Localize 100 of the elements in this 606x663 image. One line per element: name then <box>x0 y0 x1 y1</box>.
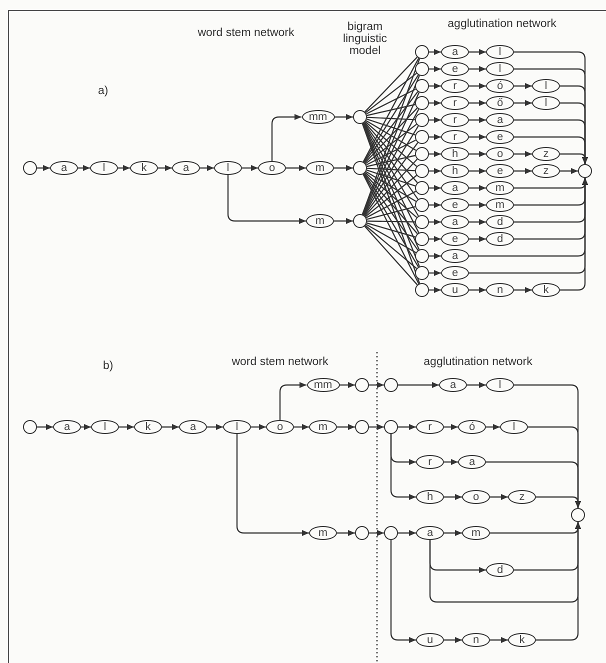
state-circle <box>578 164 592 178</box>
state-circle <box>355 378 369 392</box>
state-ellipse <box>134 420 162 434</box>
state-ellipse <box>90 161 118 175</box>
state-circle <box>415 266 429 280</box>
connector-line <box>366 190 416 218</box>
state-circle <box>353 214 367 228</box>
connector-line <box>366 118 416 136</box>
state-ellipse <box>486 215 514 229</box>
state-letter: o <box>472 492 480 502</box>
state-ellipse <box>486 198 514 212</box>
state-circle <box>415 147 429 161</box>
state-ellipse <box>306 161 334 175</box>
state-letter: n <box>496 284 504 296</box>
state-ellipse <box>179 420 207 434</box>
connector-line <box>364 122 418 184</box>
state-ellipse <box>306 378 340 392</box>
connector-line <box>366 120 416 151</box>
section-title: a) <box>98 85 110 97</box>
arrow <box>429 151 441 157</box>
state-circle <box>571 508 585 522</box>
section-title: word stem network <box>196 27 296 39</box>
state-letter: u <box>426 634 434 646</box>
state-ellipse <box>441 215 469 229</box>
state-letter: z <box>543 148 549 160</box>
arrow <box>429 236 441 242</box>
state-letter: m <box>315 216 325 226</box>
section-title: agglutination network <box>422 356 534 368</box>
state-letter: d <box>496 216 504 228</box>
state-circle <box>415 181 429 195</box>
connector-line <box>362 58 420 162</box>
state-letter: z <box>519 492 525 502</box>
state-letter: m <box>495 200 505 210</box>
arrow <box>390 434 416 500</box>
state-circle <box>384 420 398 434</box>
state-ellipse <box>130 161 158 175</box>
connector-line <box>366 140 416 166</box>
state-ellipse <box>441 198 469 212</box>
state-letter: a <box>60 162 68 174</box>
state-letter: l <box>226 162 230 174</box>
connector-line <box>364 226 418 286</box>
state-letter: a <box>426 528 434 538</box>
state-letter: a <box>64 422 70 432</box>
state-letter: ő <box>496 98 504 108</box>
arrow <box>560 178 588 291</box>
state-letter: m <box>318 422 328 432</box>
section-title: b) <box>103 360 114 372</box>
arrow <box>469 66 486 72</box>
state-letter: k <box>145 422 151 432</box>
state-ellipse <box>441 130 469 144</box>
arrow <box>398 530 416 536</box>
state-letter: l <box>512 422 516 432</box>
state-ellipse <box>486 45 514 59</box>
state-circle <box>415 62 429 76</box>
arrow <box>369 424 384 430</box>
state-letter: e <box>452 200 458 210</box>
state-letter: r <box>453 114 457 126</box>
connector-line <box>364 122 418 200</box>
state-letter: d <box>496 234 504 244</box>
state-circle <box>415 113 429 127</box>
state-letter: e <box>452 64 458 74</box>
arrow <box>286 165 306 171</box>
state-circle <box>415 249 429 263</box>
section-title: agglutination network <box>446 18 558 30</box>
state-circle <box>415 96 429 110</box>
state-circle <box>415 283 429 297</box>
state-ellipse <box>416 633 444 647</box>
arrow <box>119 424 134 430</box>
arrow <box>337 424 355 430</box>
state-letter: l <box>498 64 502 74</box>
state-letter: a <box>468 456 476 468</box>
arrow <box>469 236 486 242</box>
state-ellipse <box>486 232 514 246</box>
state-ellipse <box>486 283 514 297</box>
state-letter: a <box>452 250 458 262</box>
arrow <box>444 637 462 643</box>
state-letter: e <box>496 132 504 142</box>
state-letter: ó <box>468 422 476 432</box>
arrow <box>429 100 441 106</box>
state-circle <box>23 420 37 434</box>
state-circle <box>355 526 369 540</box>
state-ellipse <box>462 490 490 504</box>
connector-line <box>366 222 416 238</box>
state-ellipse <box>486 164 514 178</box>
state-letter: l <box>104 422 106 432</box>
arrow <box>486 424 500 430</box>
state-ellipse <box>532 79 560 93</box>
state-ellipse <box>441 232 469 246</box>
arrow <box>429 253 441 259</box>
state-letter: a <box>450 380 456 390</box>
state-letter: r <box>453 80 457 92</box>
arrow <box>514 168 532 174</box>
connector-line <box>363 174 419 268</box>
connector-line <box>364 91 418 163</box>
state-ellipse <box>486 96 514 110</box>
arrow <box>390 540 416 643</box>
state-letter: n <box>472 634 480 646</box>
arrow <box>429 117 441 123</box>
state-ellipse <box>462 633 490 647</box>
state-ellipse <box>486 62 514 76</box>
